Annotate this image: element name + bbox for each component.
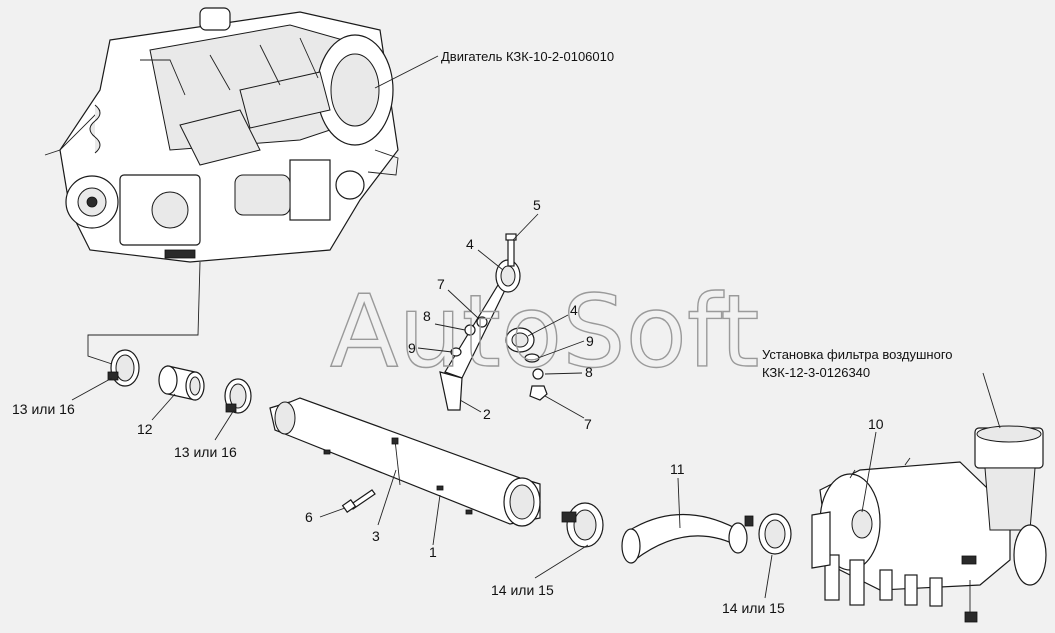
sleeve-12 — [158, 365, 205, 401]
filter-caption-line1: Установка фильтра воздушного — [762, 347, 953, 362]
washer-8-lower — [532, 368, 544, 380]
callout-4-lower: 4 — [570, 302, 578, 318]
nut-7-upper — [476, 316, 488, 328]
callout-13-or-16-right: 13 или 16 — [174, 444, 237, 460]
engine-drawing — [44, 7, 399, 263]
callout-1: 1 — [429, 544, 437, 560]
callout-11: 11 — [670, 461, 685, 477]
callout-5: 5 — [533, 197, 541, 213]
callout-13-or-16-left: 13 или 16 — [12, 401, 75, 417]
callout-9-upper: 9 — [408, 340, 416, 356]
engine-connection-line — [87, 261, 201, 365]
callout-9-lower: 9 — [586, 333, 594, 349]
callout-10: 10 — [868, 416, 884, 432]
clamp-4-lower — [505, 327, 535, 353]
clamp-14-left — [561, 502, 604, 548]
callout-4-upper: 4 — [466, 236, 474, 252]
callout-14-or-15-right: 14 или 15 — [722, 600, 785, 616]
callout-12: 12 — [137, 421, 153, 437]
nut-7-lower — [529, 385, 548, 401]
callout-7-upper: 7 — [437, 276, 445, 292]
filter-caption-line2: КЗК-12-3-0126340 — [762, 365, 870, 380]
clamp-4-upper — [495, 259, 521, 293]
engine-caption: Двигатель КЗК-10-2-0106010 — [441, 49, 614, 64]
callout-8-lower: 8 — [585, 364, 593, 380]
watermark-text: AutoSoft — [330, 273, 760, 390]
hose-11 — [621, 513, 748, 564]
air-filter-assembly — [811, 425, 1047, 623]
callout-3: 3 — [372, 528, 380, 544]
callout-14-or-15-left: 14 или 15 — [491, 582, 554, 598]
leader-lines — [71, 55, 1001, 599]
pipe-1 — [269, 397, 541, 527]
clamp-13-left — [107, 349, 140, 387]
callout-7-lower: 7 — [584, 416, 592, 432]
bolt-6 — [341, 489, 376, 513]
callout-6: 6 — [305, 509, 313, 525]
callout-2: 2 — [483, 406, 491, 422]
callout-8-upper: 8 — [423, 308, 431, 324]
clamp-13-right — [224, 378, 252, 414]
clamp-14-right — [744, 513, 792, 555]
